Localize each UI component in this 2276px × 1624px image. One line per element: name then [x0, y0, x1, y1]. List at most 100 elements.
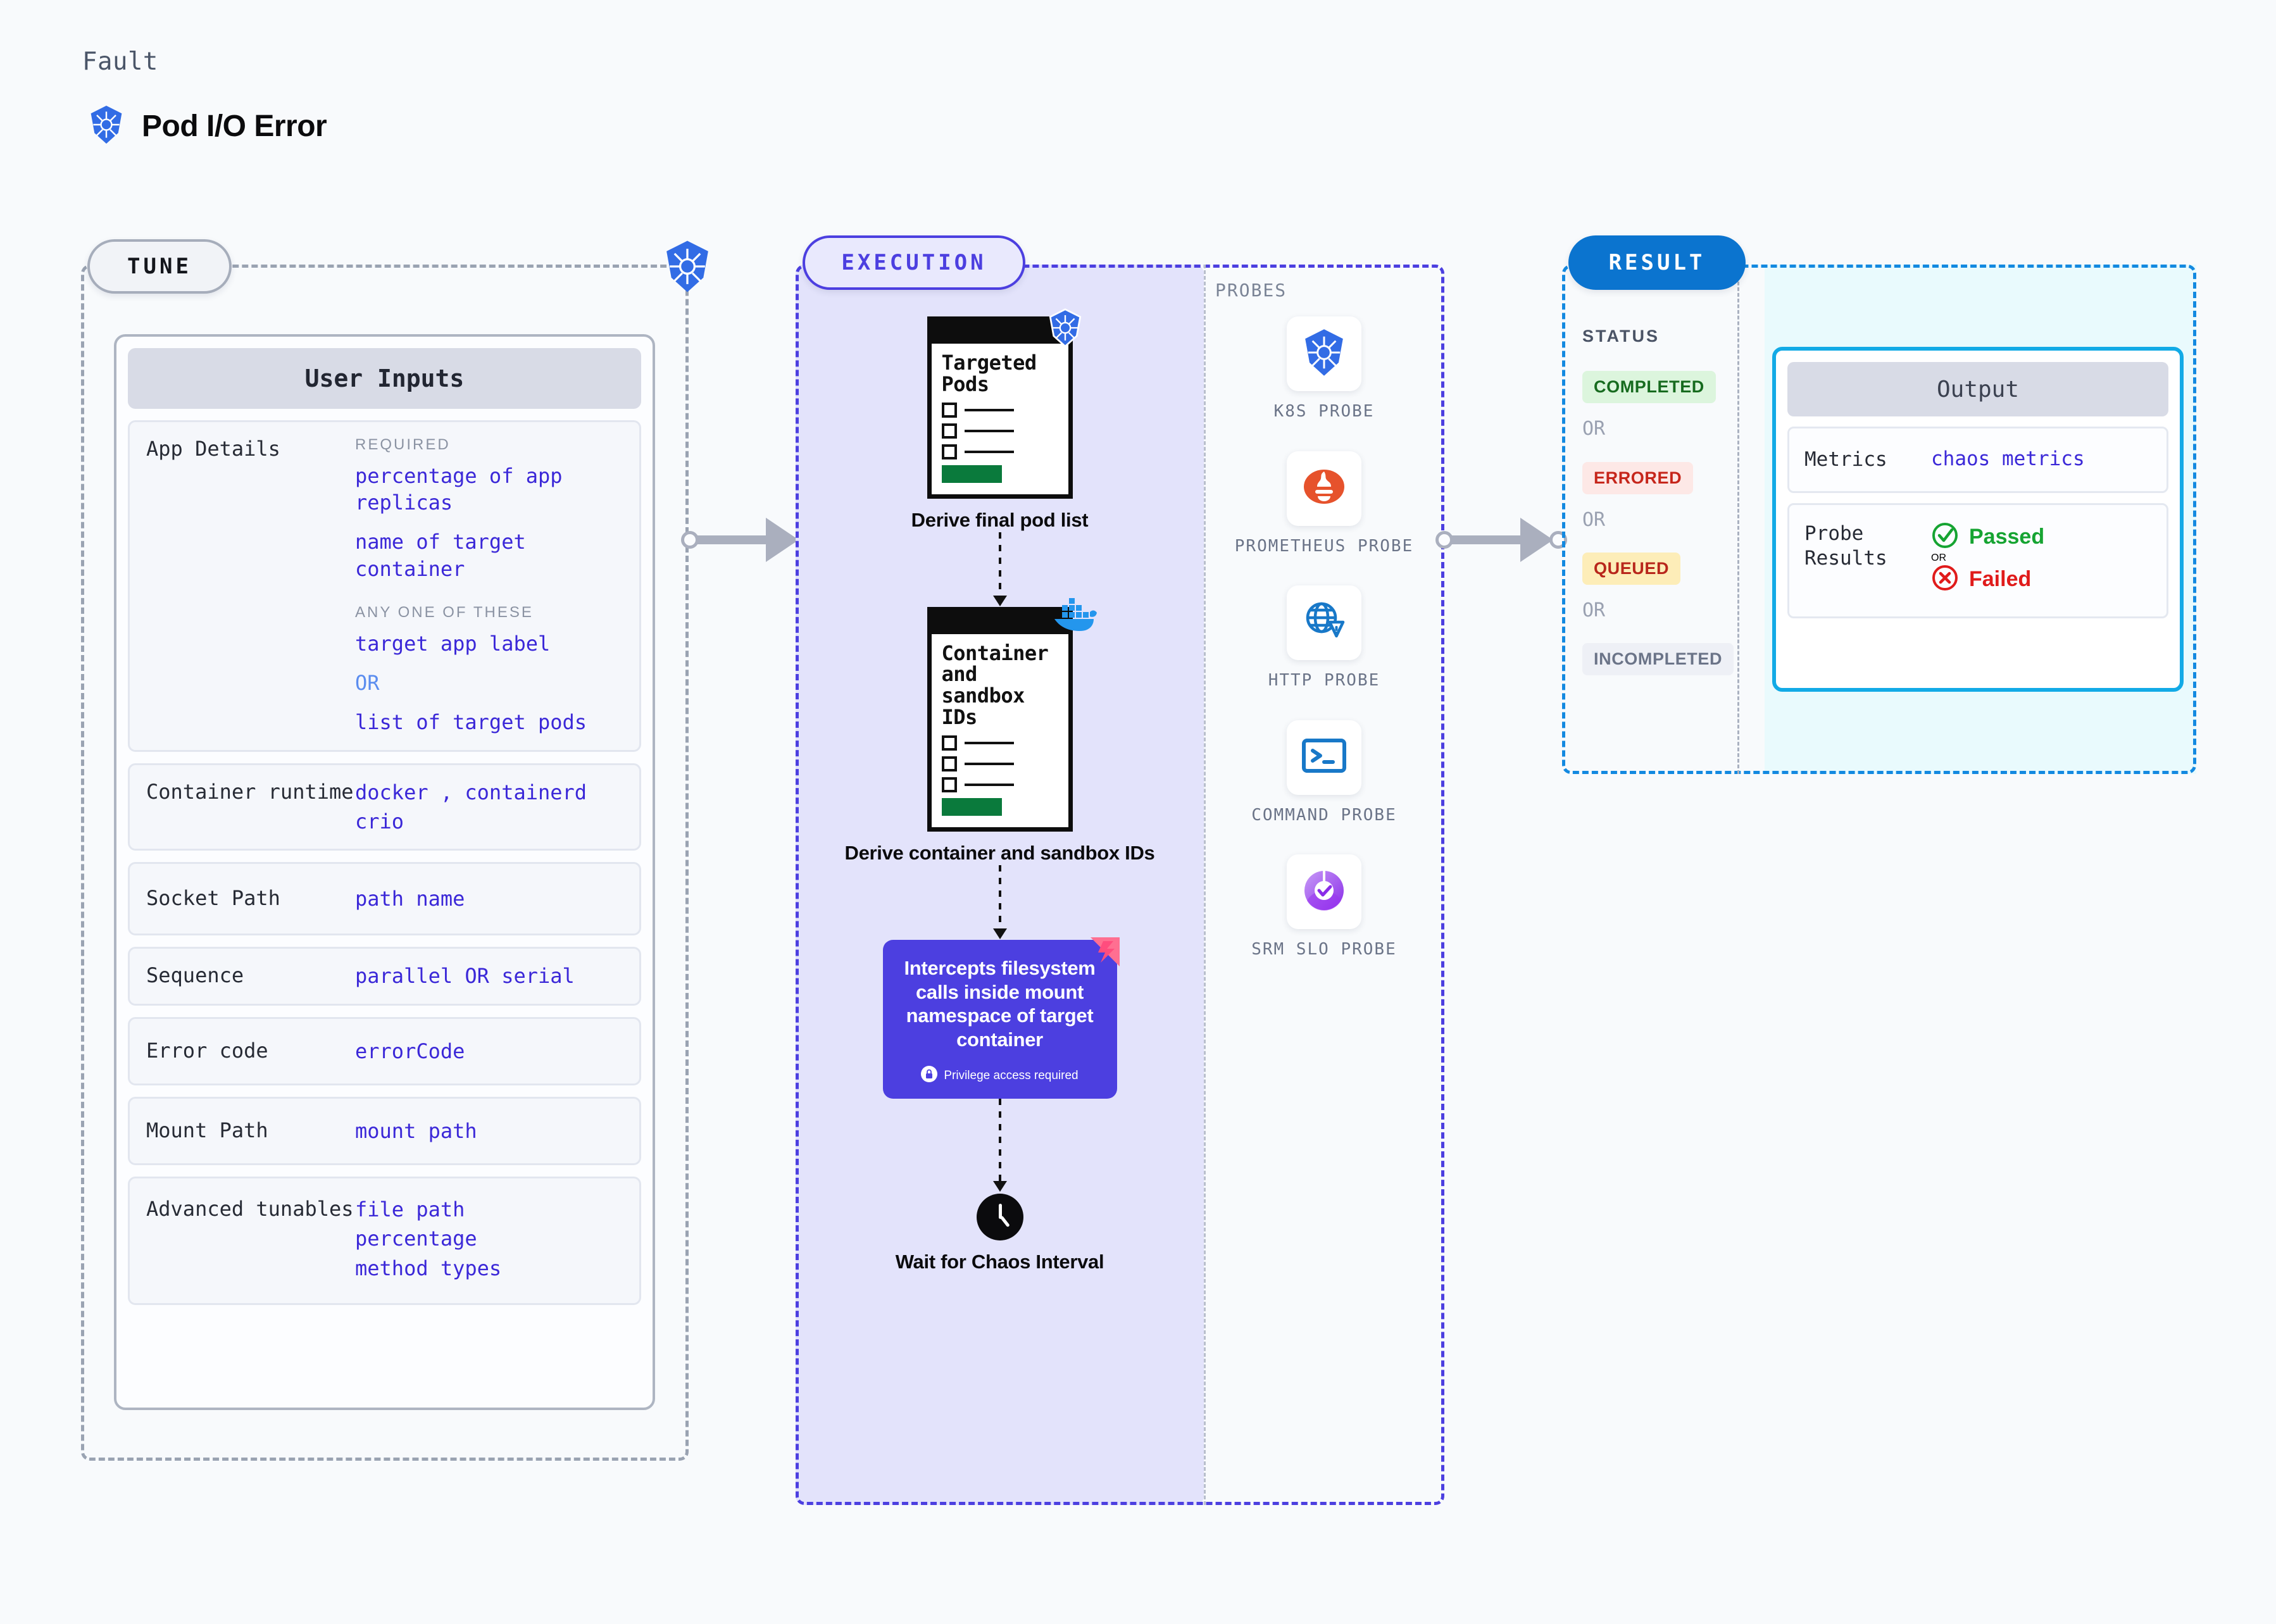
list-item [941, 735, 1058, 751]
status-badge-errored: ERRORED [1582, 462, 1694, 494]
input-label: Sequence [146, 963, 244, 988]
flow-caption: Wait for Chaos Interval [895, 1250, 1104, 1273]
checklist [941, 403, 1058, 460]
probe-item-k8s[interactable]: K8S PROBE [1274, 316, 1375, 422]
flow-connector [992, 865, 1007, 940]
probe-tile[interactable] [1287, 720, 1361, 795]
input-value: list of target pods [355, 710, 587, 735]
line-placeholder [964, 409, 1014, 412]
execution-stage-panel [796, 265, 1444, 1505]
card-title: Container and sandbox IDs [941, 640, 1049, 729]
status-badge-completed: COMPLETED [1582, 371, 1716, 403]
line-placeholder [964, 430, 1014, 433]
probe-list: K8S PROBE PROMETHEUS PROBE [1204, 316, 1444, 960]
input-label: Advanced tunables [146, 1197, 354, 1221]
passed-label: Passed [1969, 524, 2045, 549]
input-value-or: OR [355, 671, 380, 696]
checkbox-icon [941, 403, 957, 418]
probe-item-command[interactable]: COMMAND PROBE [1251, 720, 1397, 826]
checklist [941, 735, 1058, 793]
checkbox-icon [941, 756, 957, 772]
lock-icon [921, 1065, 938, 1086]
probe-label: HTTP PROBE [1268, 671, 1380, 690]
input-value: percentage of app replicas [355, 464, 563, 515]
input-value: docker , containerd [355, 780, 587, 804]
status-separator: OR [1582, 599, 1606, 621]
output-value: chaos metrics [1931, 447, 2085, 470]
tune-stage-panel [81, 265, 689, 1461]
container-sandbox-ids-card: Container and sandbox IDs [927, 597, 1097, 832]
input-value: crio [355, 809, 404, 834]
targeted-pods-card: Targeted Pods [927, 308, 1081, 499]
input-value: method types [355, 1256, 502, 1280]
terminal-icon [1301, 737, 1347, 778]
input-kicker-required: REQUIRED [355, 436, 451, 453]
green-bar [941, 465, 1002, 484]
kubernetes-icon [1299, 328, 1349, 380]
input-kicker-anyone: ANY ONE OF THESE [355, 603, 534, 621]
probe-item-http[interactable]: HTTP PROBE [1268, 585, 1380, 691]
probe-result-failed: Failed [1931, 564, 2044, 595]
docker-icon [1051, 595, 1097, 634]
input-section-container-runtime: Container runtime docker , containerd cr… [128, 763, 641, 851]
probe-tile[interactable] [1286, 316, 1361, 391]
user-inputs-card: User Inputs App Details REQUIRED percent… [114, 334, 655, 1410]
status-badge-incompleted: INCOMPLETED [1582, 643, 1734, 675]
input-value: errorCode [355, 1039, 465, 1063]
globe-warning-icon [1301, 598, 1347, 648]
probe-tile[interactable] [1286, 585, 1361, 660]
card-titlebar [931, 321, 1068, 344]
input-label: Socket Path [146, 886, 280, 911]
probes-label: PROBES [1215, 280, 1287, 301]
probe-result-separator: OR [1931, 552, 1946, 563]
input-section-mount-path: Mount Path mount path [128, 1096, 641, 1166]
page-title: Pod I/O Error [142, 109, 327, 143]
green-bar [941, 798, 1002, 816]
list-item [941, 756, 1058, 772]
page-kicker: Fault [82, 47, 158, 76]
status-separator: OR [1582, 509, 1606, 531]
page-title-row: Pod I/O Error [87, 104, 327, 148]
input-value: mount path [355, 1118, 477, 1143]
probe-tile[interactable] [1287, 854, 1361, 929]
probe-label: SRM SLO PROBE [1251, 940, 1397, 959]
input-value: file path [355, 1197, 465, 1222]
line-placeholder [964, 451, 1014, 454]
execution-flow: Targeted Pods Derive final pod list [796, 308, 1204, 1274]
result-stage-panel [1562, 265, 2196, 774]
line-placeholder [964, 763, 1014, 766]
execution-stage-badge: EXECUTION [803, 235, 1025, 290]
probe-result-passed: Passed [1931, 522, 2044, 553]
arrow-start-dot [681, 531, 699, 549]
input-label: Mount Path [146, 1118, 268, 1142]
input-section-advanced-tunables: Advanced tunables file path percentage m… [128, 1177, 641, 1305]
input-section-sequence: Sequence parallel OR serial [128, 947, 641, 1006]
line-placeholder [964, 784, 1014, 787]
card-title: Targeted Pods [941, 351, 1037, 396]
probe-item-prometheus[interactable]: PROMETHEUS PROBE [1235, 451, 1413, 557]
slo-gauge-icon [1301, 867, 1347, 917]
list-item [941, 403, 1058, 418]
flow-connector [992, 532, 1007, 607]
flow-caption: Derive final pod list [911, 509, 1089, 532]
x-circle-icon [1931, 564, 1959, 595]
probe-item-srm-slo[interactable]: SRM SLO PROBE [1251, 854, 1397, 960]
input-value: parallel OR serial [355, 964, 575, 989]
privilege-text: Privilege access required [944, 1068, 1079, 1082]
flow-connector [992, 1098, 1007, 1194]
card-titlebar [931, 611, 1068, 634]
status-label: STATUS [1582, 327, 1660, 346]
arrow-tune-to-execution [681, 518, 813, 562]
line-placeholder [964, 742, 1014, 745]
arrow-execution-to-result [1435, 518, 1567, 562]
privilege-note: Privilege access required [896, 1065, 1104, 1086]
prometheus-icon [1300, 463, 1348, 514]
checkbox-icon [941, 444, 957, 460]
probe-tile[interactable] [1286, 451, 1361, 526]
output-row-probe-results: Probe Results Passed OR [1787, 503, 2168, 618]
arrow-shaft [1451, 535, 1525, 544]
input-section-error-code: Error code errorCode [128, 1016, 641, 1085]
user-inputs-title: User Inputs [128, 348, 641, 409]
list-item [941, 777, 1058, 793]
failed-label: Failed [1969, 566, 2032, 591]
